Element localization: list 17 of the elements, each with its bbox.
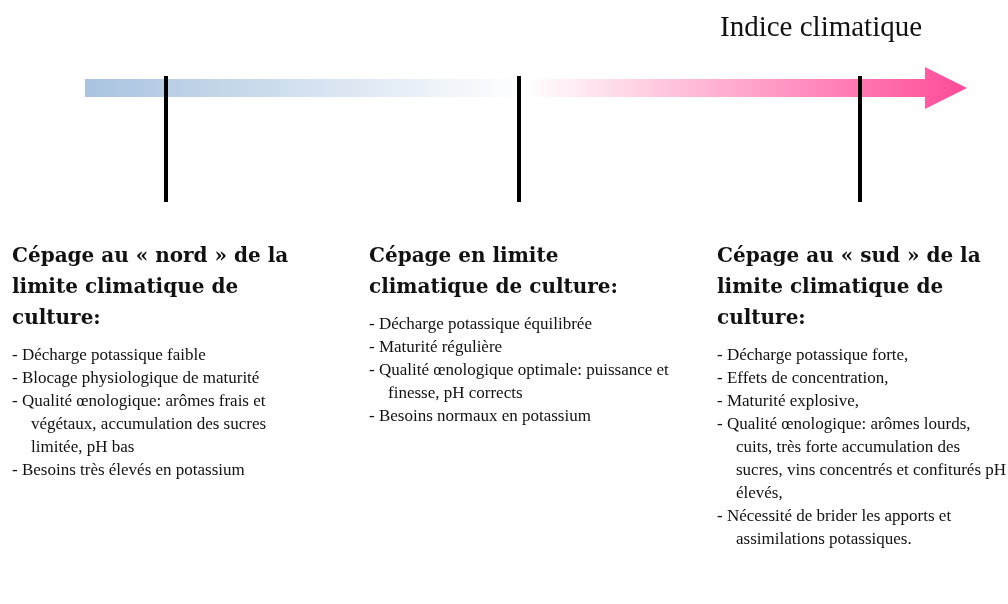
bullet-item: - Besoins très élevés en potassium — [12, 459, 246, 481]
bullet-item: - Maturité explosive, — [717, 390, 861, 412]
bullet-item: - Qualité œnologique optimale: puissance et finesse, pH corrects — [369, 359, 670, 404]
axis-title: Indice climatique — [720, 10, 923, 43]
bullet-item: - Décharge potassique forte, — [717, 344, 910, 366]
bullet-item: - Décharge potassique équilibrée — [369, 313, 593, 335]
bullet-item: - Nécessité de brider les apports et assimilations potassiques. — [717, 505, 953, 550]
bullet-item: - Effets de concentration, — [717, 367, 890, 389]
section-heading: Cépage en limite climatique de culture: — [369, 242, 619, 300]
bullet-item: - Besoins normaux en potassium — [369, 405, 592, 427]
bullet-item: - Décharge potassique faible — [12, 344, 207, 366]
section-heading: Cépage au « nord » de la limite climatique de culture: — [12, 242, 290, 331]
section-heading: Cépage au « sud » de la limite climatique de culture: — [717, 242, 982, 331]
bullet-item: - Maturité régulière — [369, 336, 504, 358]
bullet-item: - Qualité œnologique: arômes frais et végétaux, accumulation des sucres limitée, pH bas — [12, 390, 268, 458]
bullet-item: - Qualité œnologique: arômes lourds, cuits, très forte accumulation des sucres, vins concentrés et confiturés pH élevés, — [717, 413, 1007, 504]
bullet-item: - Blocage physiologique de maturité — [12, 367, 261, 389]
